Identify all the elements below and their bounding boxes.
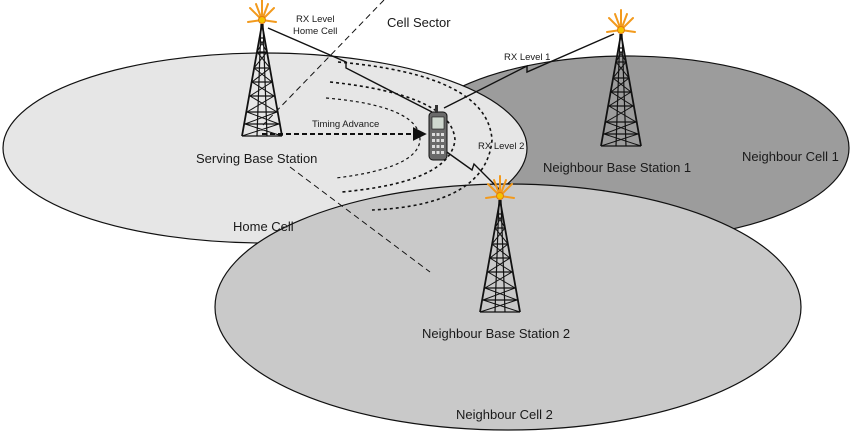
rx-level-home-link (267, 27, 433, 113)
rx-level-2-label: RX Level 2 (478, 141, 524, 152)
serving-base-station-label: Serving Base Station (196, 151, 317, 166)
rx-level-home-label-line1: RX Level (296, 14, 335, 25)
timing-advance-label: Timing Advance (312, 119, 379, 130)
timing-arc-middle (337, 61, 493, 211)
neighbour-cell-2 (214, 183, 802, 431)
neighbour-base-station-2-label: Neighbour Base Station 2 (422, 326, 570, 341)
neighbour-cell-2-area (214, 183, 802, 431)
cell-sector-label: Cell Sector (387, 15, 451, 30)
mobile-phone-icon (428, 105, 448, 161)
rx-level-2-link (443, 149, 501, 191)
cell-sector-boundary-line-lower (289, 166, 431, 273)
home-cell-label: Home Cell (233, 219, 294, 234)
timing-arc-inner (329, 81, 456, 193)
neighbour-base-station-1-label: Neighbour Base Station 1 (543, 160, 691, 175)
neighbour-cell-1-label: Neighbour Cell 1 (742, 149, 839, 164)
rx-level-1-label: RX Level 1 (504, 52, 550, 63)
cell-sector-boundary-line (262, 0, 385, 126)
neighbour-cell-2-label: Neighbour Cell 2 (456, 407, 553, 422)
rx-level-home-label-line2: Home Cell (293, 26, 337, 37)
rx-level-1-link (443, 33, 615, 109)
